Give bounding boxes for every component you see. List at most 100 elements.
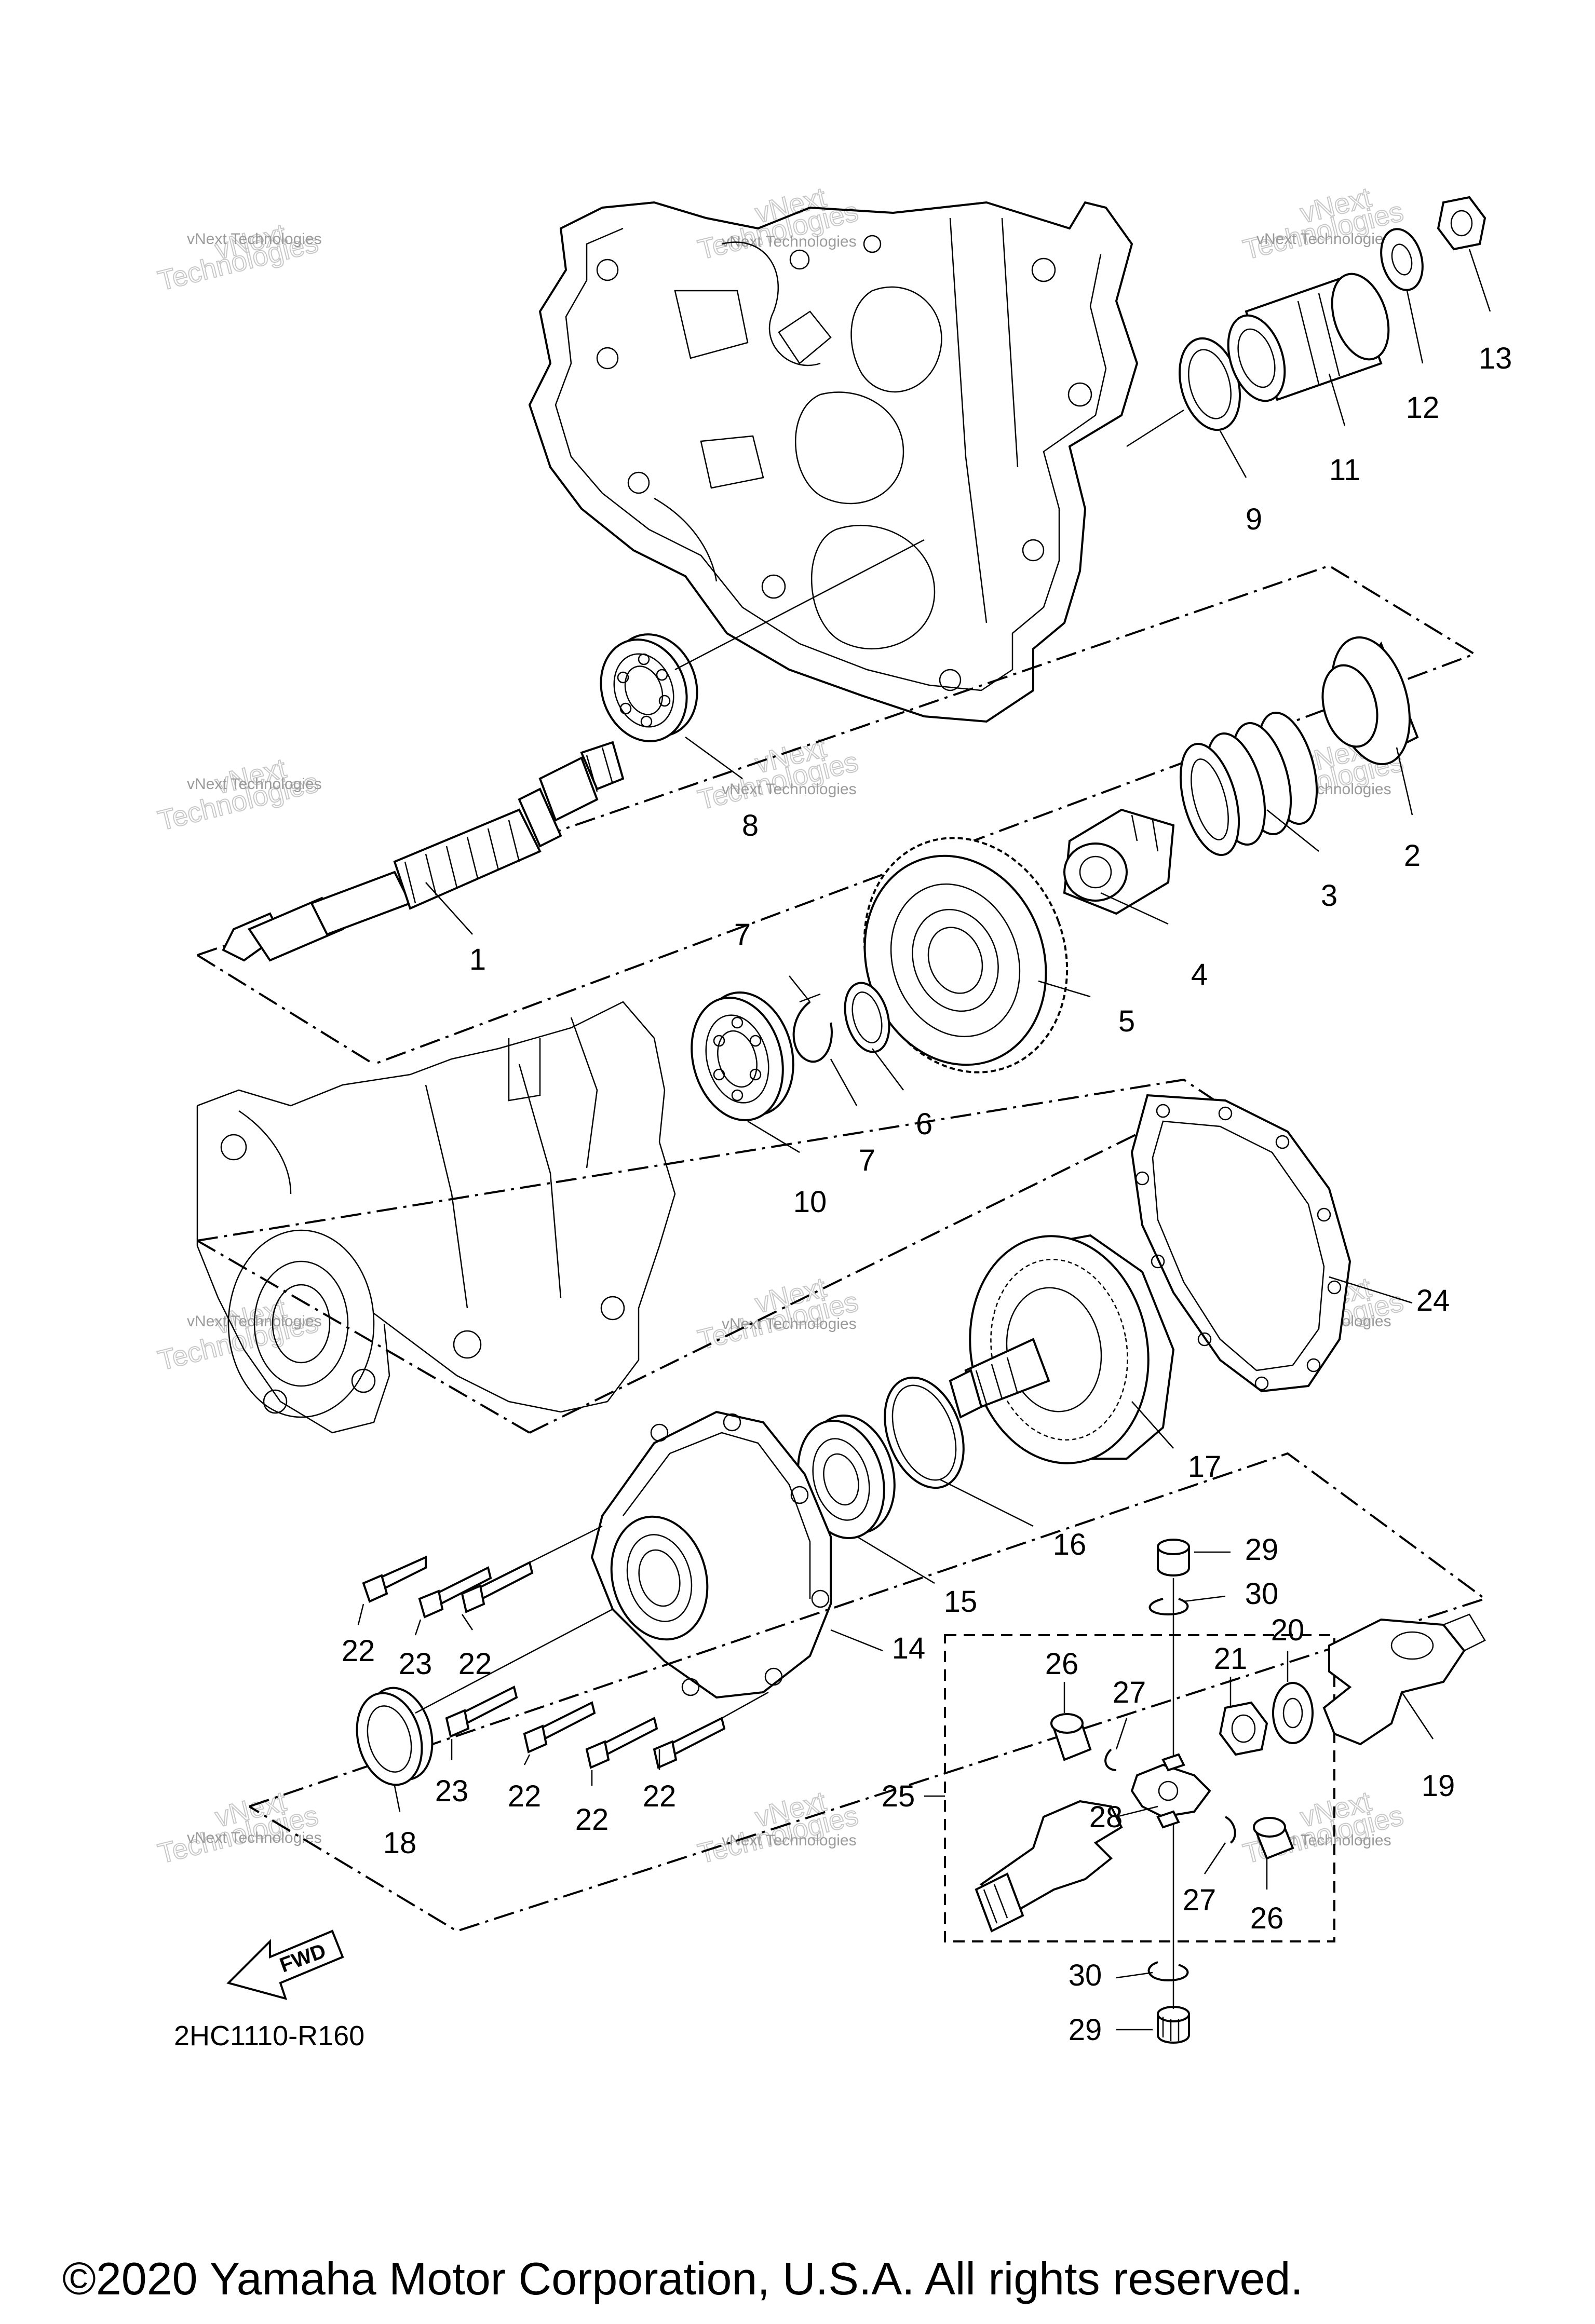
main-shaft: [222, 741, 625, 962]
callout-14: 14: [892, 1632, 926, 1665]
callout-17: 17: [1188, 1450, 1222, 1484]
circlip-16: [884, 1376, 1034, 1527]
callout-13: 13: [1479, 342, 1512, 375]
callout-22-e: 22: [643, 1779, 677, 1813]
callout-4: 4: [1191, 958, 1208, 991]
copyright-notice: ©2020 Yamaha Motor Corporation, U.S.A. A…: [62, 2253, 1303, 2304]
yoke-19: [1322, 1613, 1486, 1746]
collar-11: [1227, 273, 1390, 402]
callout-27-b: 27: [1183, 1883, 1216, 1917]
lower-crankcase: [196, 1001, 676, 1434]
bolt-22: [461, 1561, 534, 1613]
bolt-22: [653, 1717, 726, 1769]
callout-2: 2: [1404, 839, 1421, 873]
bearing-10: [691, 991, 794, 1121]
diagram-code: 2HC1110-R160: [174, 2020, 364, 2051]
callout-23-b: 23: [435, 1774, 469, 1808]
callout-9: 9: [1246, 502, 1262, 536]
callout-10: 10: [793, 1185, 827, 1219]
callout-19: 19: [1422, 1769, 1455, 1803]
svg-text:vNext Technologies: vNext Technologies: [722, 233, 857, 250]
callout-30-b: 30: [1069, 1959, 1102, 1992]
callout-20: 20: [1271, 1613, 1305, 1647]
callout-24: 24: [1416, 1284, 1450, 1317]
oil-seal-18: [356, 1608, 613, 1786]
watermark: vNext Technologies vNext Technologies: [154, 1292, 321, 1377]
callout-29-a: 29: [1245, 1533, 1279, 1567]
svg-text:vNext Technologies: vNext Technologies: [187, 776, 322, 793]
svg-text:vNext Technologies: vNext Technologies: [722, 781, 857, 798]
spider-28: [1130, 1753, 1211, 1829]
universal-joint-frame: [924, 1634, 1335, 1942]
svg-text:vNext Technologies: vNext Technologies: [187, 230, 322, 248]
needle-bearing-26: [1253, 1817, 1294, 1860]
bearing-cup-29: [1157, 2006, 1190, 2044]
drive-gear-17: [949, 1234, 1175, 1464]
bearing-cup-29: [1157, 1539, 1190, 1576]
case-group-frame: [248, 1452, 1488, 1933]
circlip-30: [1148, 1598, 1189, 1616]
svg-text:vNext Technologies: vNext Technologies: [1256, 230, 1391, 248]
circlip-27: [1224, 1816, 1236, 1844]
callout-15: 15: [944, 1585, 978, 1619]
gasket-24: [1130, 1094, 1413, 1393]
callout-22-d: 22: [575, 1803, 609, 1837]
cover-2: [1321, 636, 1419, 766]
callout-26-b: 26: [1250, 1901, 1284, 1935]
callout-27-a: 27: [1113, 1676, 1146, 1709]
svg-text:vNext Technologies: vNext Technologies: [722, 1315, 857, 1333]
callout-22-c: 22: [508, 1779, 542, 1813]
bolt-22: [585, 1717, 658, 1769]
needle-bearing-26: [1050, 1713, 1092, 1761]
callout-30-a: 30: [1245, 1577, 1279, 1611]
watermark: vNext Technologies vNext Technologies: [154, 218, 322, 297]
oil-seal-9: [1126, 337, 1241, 447]
callout-5: 5: [1118, 1004, 1135, 1038]
callout-1: 1: [469, 943, 486, 976]
callout-29-b: 29: [1069, 2013, 1102, 2047]
sliding-dog-4: [1063, 808, 1175, 915]
callout-16: 16: [1053, 1528, 1087, 1561]
callout-22-a: 22: [342, 1634, 375, 1668]
shaft-yoke: [975, 1800, 1123, 1933]
callout-21: 21: [1214, 1642, 1248, 1676]
callout-labels: 1 2 3 4 5 6 7 7 8 9 10 11 12 13 14 15 16…: [342, 249, 1512, 2047]
callout-8: 8: [742, 809, 759, 842]
gear-case-14: [590, 1410, 883, 1699]
callout-6: 6: [916, 1107, 932, 1141]
fwd-arrow-icon: FWD: [226, 1929, 344, 2000]
washer-6: [844, 982, 890, 1053]
bearing-15: [797, 1415, 935, 1584]
callout-28: 28: [1089, 1800, 1123, 1834]
spring-3: [1179, 711, 1318, 857]
watermark: vNext Technologies vNext Technologies: [154, 1785, 322, 1870]
bolt-23: [445, 1686, 518, 1738]
callout-25: 25: [882, 1779, 915, 1813]
bolt-22: [523, 1701, 596, 1754]
callout-7-upper: 7: [734, 918, 751, 952]
bolt-leader-lines: [529, 1525, 769, 1719]
circlip-27: [1104, 1748, 1117, 1771]
watermark: vNext Technologies vNext Technologies: [694, 731, 861, 817]
gear-5: [863, 837, 1069, 1073]
callout-12: 12: [1406, 391, 1440, 425]
watermark: vNext Technologies vNext Technologies: [694, 181, 861, 266]
watermark: vNext Technologies vNext Technologies: [154, 752, 322, 837]
callout-3: 3: [1321, 879, 1337, 913]
bolt-22: [362, 1555, 427, 1603]
svg-text:vNext Technologies: vNext Technologies: [187, 1829, 322, 1846]
watermark: vNext Technologies vNext Technologies: [694, 1271, 861, 1356]
callout-11: 11: [1329, 453, 1360, 487]
bolt-23: [418, 1566, 492, 1619]
callout-22-b: 22: [458, 1647, 492, 1681]
callout-23-a: 23: [399, 1647, 432, 1681]
bearing-8: [600, 539, 925, 742]
nut-21: [1219, 1701, 1268, 1756]
svg-text:vNext Technologies: vNext Technologies: [722, 1832, 857, 1849]
washer-20: [1272, 1682, 1314, 1744]
callout-26-a: 26: [1045, 1647, 1079, 1681]
circlip-30: [1147, 1961, 1189, 1982]
callout-7-lower: 7: [859, 1144, 875, 1177]
washer-12: [1380, 228, 1424, 291]
